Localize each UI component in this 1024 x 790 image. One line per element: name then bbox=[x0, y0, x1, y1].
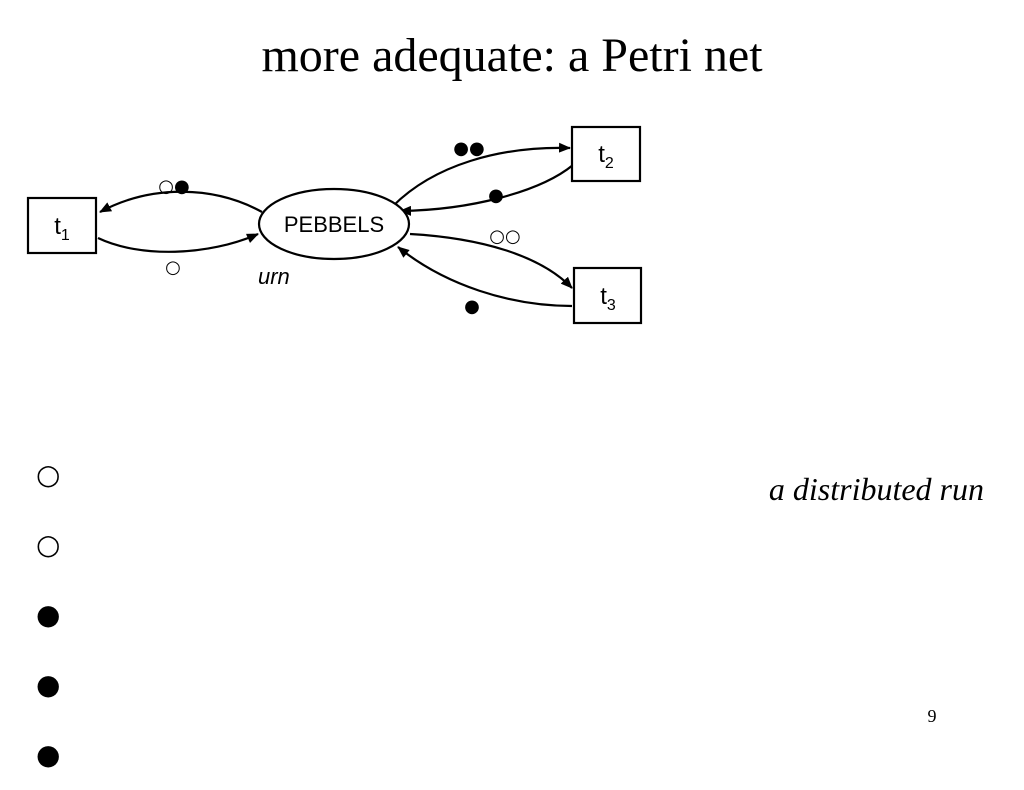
inscription-urn-to-t2: ●● bbox=[453, 138, 484, 159]
arc-urn-to-t3 bbox=[409, 232, 573, 289]
arc-urn-to-t2 bbox=[392, 142, 571, 207]
inscription-t1-to-urn: ○ bbox=[165, 257, 181, 278]
transition-t2-label: t2 bbox=[598, 141, 614, 172]
place-name: urn bbox=[258, 264, 290, 289]
pebble-list-item: ○ bbox=[36, 528, 61, 561]
inscription-urn-to-t3: ○○ bbox=[489, 226, 520, 247]
transition-t3-label: t3 bbox=[600, 283, 616, 314]
pebble-list-item: ● bbox=[36, 668, 61, 701]
slide-title: more adequate: a Petri net bbox=[261, 29, 763, 82]
transition-t1 bbox=[26, 196, 98, 255]
pebble-list: ○ ○ ● ● ● bbox=[36, 440, 60, 790]
place-pebbels bbox=[257, 187, 411, 261]
pebble-list-item: ○ bbox=[36, 458, 61, 491]
arc-urn-to-t1 bbox=[99, 190, 263, 213]
page-number: 9 bbox=[927, 706, 937, 726]
run-caption: a distributed run bbox=[768, 471, 984, 507]
transition-t2 bbox=[570, 125, 642, 183]
arc-t3-to-urn bbox=[397, 246, 573, 308]
place-label: PEBBELS bbox=[284, 212, 384, 237]
arc-t2-to-urn bbox=[399, 164, 574, 216]
transition-t1-label: t1 bbox=[54, 213, 70, 244]
inscription-t3-to-urn: ● bbox=[464, 296, 480, 317]
transition-t3 bbox=[572, 266, 643, 325]
pebble-list-item: ● bbox=[36, 598, 61, 631]
inscription-urn-to-t1: ○● bbox=[158, 176, 189, 197]
arc-t1-to-urn bbox=[97, 232, 259, 253]
inscription-t2-to-urn: ● bbox=[488, 185, 504, 206]
pebble-list-item: ● bbox=[36, 738, 61, 771]
petri-net-diagram: PEBBELS urn t1 t2 t3 ○● ○ ●● ● ○○ ● bbox=[26, 125, 643, 325]
